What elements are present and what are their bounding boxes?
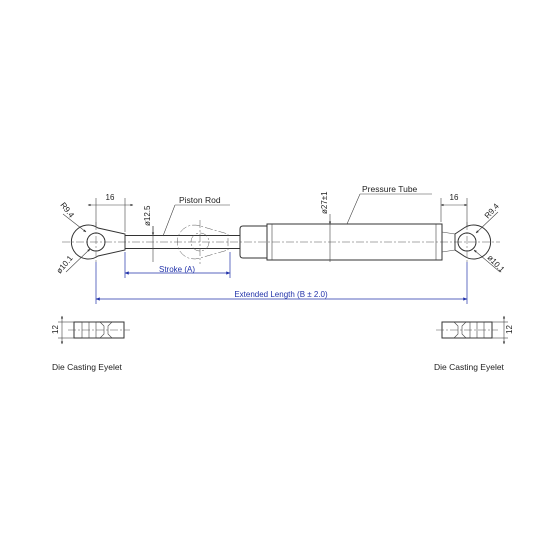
label-eyelet-right: Die Casting Eyelet <box>434 362 505 372</box>
leader-pressure-tube: Pressure Tube <box>346 184 432 225</box>
dim-right-width: 16 <box>440 193 468 226</box>
dim-left-width-label: 16 <box>106 193 115 202</box>
dim-right-hole-label: ø10.1 <box>486 253 507 274</box>
dim-right-radius-label: R9.4 <box>483 201 501 220</box>
eyelet-side-right: 12 <box>436 315 514 345</box>
dim-left-radius-label: R9.4 <box>58 201 76 220</box>
dim-tube-diameter-label: ø27±1 <box>320 191 329 214</box>
dim-left-hole-label: ø10.1 <box>55 253 75 275</box>
right-eyelet <box>454 222 492 262</box>
label-pressure-tube: Pressure Tube <box>362 184 418 194</box>
dim-right-width-label: 16 <box>450 193 459 202</box>
leader-piston-rod: Piston Rod <box>162 195 230 237</box>
eyelet-left-thickness-label: 12 <box>51 325 60 334</box>
pressure-tube <box>239 223 456 261</box>
dim-stroke: Stroke (A) <box>124 252 231 278</box>
label-stroke: Stroke (A) <box>159 265 195 274</box>
dim-left-hole: ø10.1 <box>55 248 91 275</box>
label-extended-length: Extended Length (B ± 2.0) <box>234 290 328 299</box>
label-piston-rod: Piston Rod <box>179 195 221 205</box>
dim-left-width: 16 <box>87 193 134 232</box>
left-eyelet <box>70 222 126 262</box>
piston-rod <box>125 235 240 249</box>
dim-extended-length: Extended Length (B ± 2.0) <box>95 262 468 304</box>
eyelet-side-left: 12 <box>51 315 130 345</box>
dim-right-hole: ø10.1 <box>473 249 507 275</box>
ghost-eyelet <box>177 220 229 264</box>
dim-rod-diameter: ø12.5 <box>143 205 155 262</box>
dim-right-radius: R9.4 <box>475 201 501 234</box>
label-eyelet-left: Die Casting Eyelet <box>52 362 123 372</box>
eyelet-right-thickness-label: 12 <box>505 325 514 334</box>
dim-tube-diameter: ø27±1 <box>320 191 332 262</box>
dim-rod-diameter-label: ø12.5 <box>143 205 152 226</box>
dim-left-radius: R9.4 <box>58 201 87 233</box>
